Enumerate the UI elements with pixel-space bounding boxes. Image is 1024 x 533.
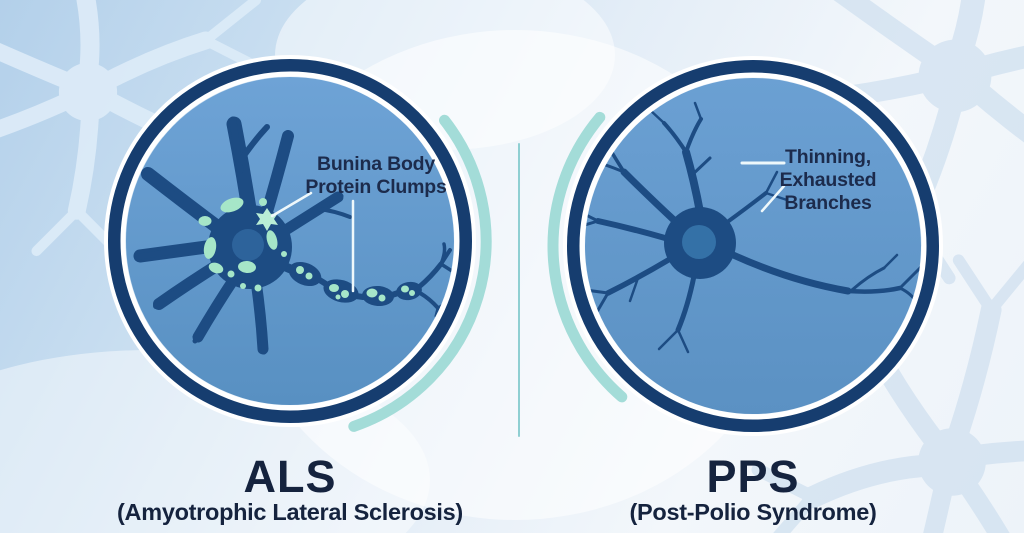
als-subtitle: (Amyotrophic Lateral Sclerosis) [117, 499, 463, 525]
pps-nucleus [682, 225, 716, 259]
pps-teal-arc [547, 111, 628, 403]
als-title: ALS [243, 451, 337, 502]
als-neuron [133, 116, 454, 355]
pps-title: PPS [706, 451, 800, 502]
annotation-line: Branches [784, 192, 872, 214]
als-nucleus [232, 229, 264, 261]
als-teal-arc [348, 114, 492, 432]
pps-neuron [585, 101, 921, 354]
annotation-line: Protein Clumps [305, 176, 447, 198]
pps-circle-frame [547, 56, 943, 436]
als-circle-frame [104, 55, 492, 432]
pps-annotation: Thinning, Exhausted Branches [748, 146, 908, 215]
annotation-line: Thinning, [785, 146, 871, 168]
pps-leader-lines [740, 161, 786, 213]
bunina-body-clumps [198, 197, 415, 302]
annotation-line: Bunina Body [316, 153, 436, 175]
pps-subtitle: (Post-Polio Syndrome) [629, 499, 877, 525]
als-annotation: Bunina Body Protein Clumps [295, 153, 457, 199]
panel-divider [518, 143, 520, 437]
bunina-body-star-clump [256, 208, 278, 231]
annotation-line: Exhausted [779, 169, 877, 191]
als-leader-lines [270, 191, 355, 293]
